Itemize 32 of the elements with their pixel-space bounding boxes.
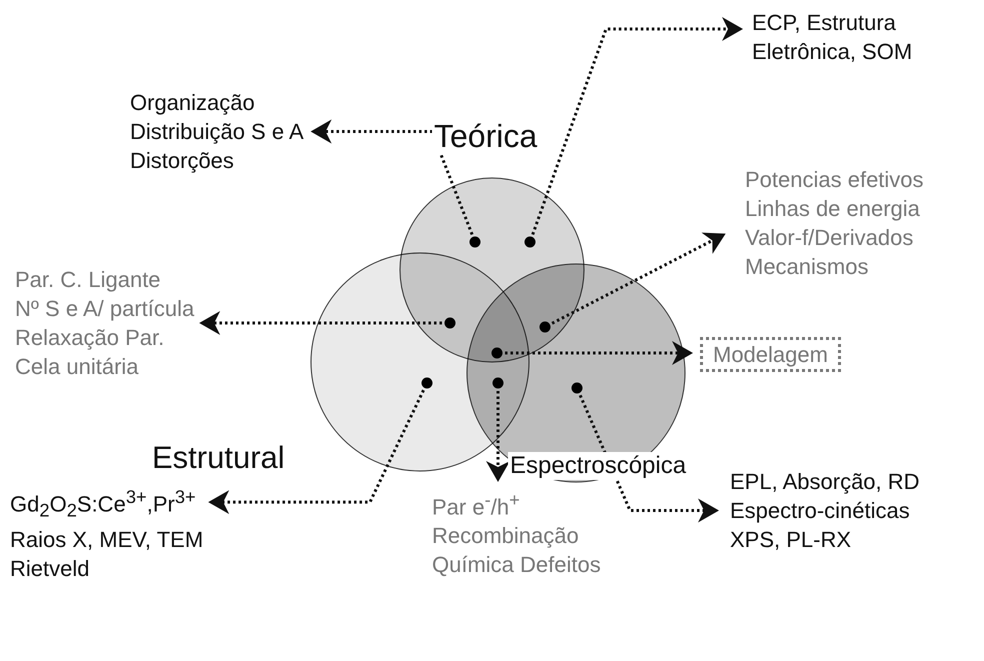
dotted-arrow: [208, 390, 425, 514]
list-text: Espectro-cinéticas: [730, 497, 911, 525]
list-text: XPS, PL-RX: [730, 526, 852, 554]
list-text: Potencias efetivos: [745, 166, 924, 194]
dashed-label-box: Modelagem: [700, 337, 841, 372]
list-text: Nº S e A/ partícula: [15, 295, 194, 323]
list-text: Par e$^{-}$/h$^{+}$: [432, 488, 521, 522]
list-text: ECP, Estrutura: [752, 9, 897, 37]
dotted-arrow: [578, 394, 719, 522]
list-text: Cela unitária: [15, 353, 140, 381]
list-text: Distorções: [130, 147, 235, 175]
list-text: Linhas de energia: [745, 195, 921, 223]
dotted-arrow: [505, 341, 693, 365]
list-text: Par. C. Ligante: [15, 266, 162, 294]
list-text: Recombinação: [432, 522, 580, 550]
list-text: Valor-f/Derivados: [745, 224, 914, 252]
list-text: EPL, Absorção, RD: [730, 468, 920, 496]
dotted-arrow: [199, 311, 442, 335]
dotted-arrow: [551, 232, 726, 325]
list-text: Eletrônica, SOM: [752, 38, 912, 66]
list-text: Mecanismos: [745, 253, 870, 281]
dotted-arrow: [486, 391, 510, 482]
list-text: Química Defeitos: [432, 551, 601, 580]
dotted-arrow: [531, 17, 743, 235]
list-text: Relaxação Par.: [15, 324, 166, 352]
list-text: Rietveld: [10, 554, 90, 583]
circle-label: Espectroscópica: [508, 452, 688, 480]
dotted-arrow: [310, 120, 474, 236]
list-text: Raios X, MEV, TEM: [10, 526, 204, 554]
list-text: Gd$_{2}$O$_{2}$S:Ce$^{3+}$,Pr$^{3+}$: [10, 485, 197, 523]
list-text: Distribuição S e A: [130, 118, 304, 146]
list-text: Organização: [130, 89, 256, 117]
